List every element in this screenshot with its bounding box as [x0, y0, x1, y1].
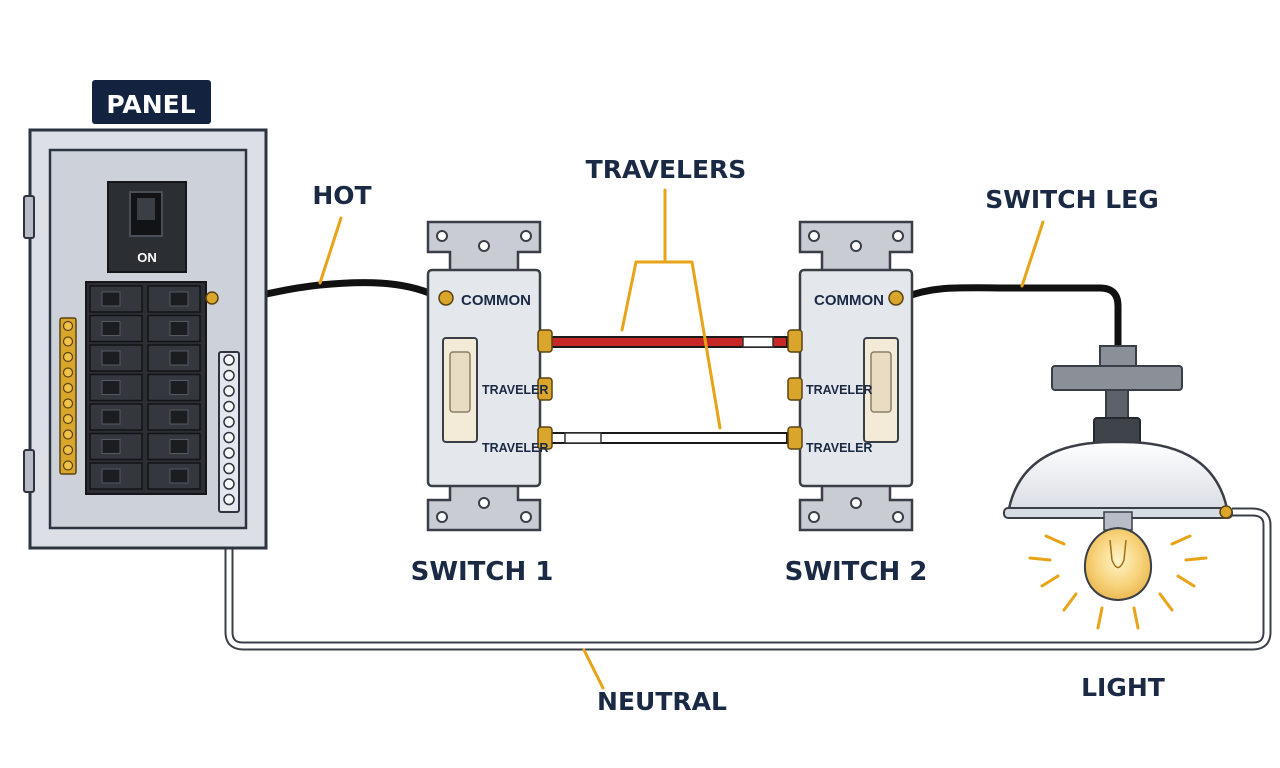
neutral-leader	[582, 648, 605, 690]
hot-label: HOT	[312, 181, 371, 210]
ground-bar-screw	[62, 460, 74, 471]
switch-2-traveler-bottom-terminal	[787, 426, 803, 450]
travelers-label: TRAVELERS	[586, 155, 747, 184]
breaker-bank	[85, 281, 207, 495]
switch-2-traveler-bottom-label: TRAVELER	[806, 441, 872, 455]
switch-1-label: SWITCH 1	[411, 557, 554, 587]
neutral-bar-screw	[223, 416, 235, 428]
circuit-breaker-icon[interactable]	[147, 314, 201, 343]
neutral-bar-screw	[223, 478, 235, 490]
breaker-hot-terminal	[205, 291, 219, 305]
switch-2-traveler-top-label: TRAVELER	[806, 383, 872, 397]
circuit-breaker-icon[interactable]	[89, 285, 143, 313]
lamp-shade	[1006, 440, 1230, 516]
neutral-bar-screw	[223, 369, 235, 382]
ground-bar	[59, 317, 77, 475]
neutral-wire	[224, 505, 1272, 651]
switch-leg-wire	[899, 284, 1122, 352]
neutral-bar-screw	[223, 447, 235, 459]
circuit-breaker-icon[interactable]	[147, 285, 201, 313]
toggle-switch-icon	[449, 351, 471, 413]
ground-bar-screw	[62, 382, 74, 394]
ground-bar-screw	[62, 429, 74, 440]
switch-2-label: SWITCH 2	[785, 557, 928, 587]
main-breaker[interactable]: ON	[107, 181, 187, 273]
circuit-breaker-icon[interactable]	[89, 344, 143, 372]
light-label: LIGHT	[1081, 673, 1165, 702]
ground-bar-screw	[62, 413, 74, 425]
ground-bar-screw	[62, 320, 74, 332]
neutral-label: NEUTRAL	[597, 687, 727, 716]
ceiling-canopy	[1051, 365, 1183, 391]
panel-hinge-top	[23, 195, 35, 239]
switch-1-common-label: COMMON	[461, 292, 531, 309]
ground-bar-screw	[62, 398, 74, 409]
switch-1-traveler-top-terminal	[537, 329, 553, 353]
switch-1-traveler-bottom-label: TRAVELER	[482, 441, 548, 455]
ground-bar-screw	[62, 351, 74, 363]
panel-hinge-bottom	[23, 449, 35, 493]
leader-lines	[318, 188, 1045, 690]
circuit-breaker-icon[interactable]	[89, 314, 143, 343]
circuit-breaker-icon[interactable]	[89, 373, 143, 402]
circuit-breaker-icon[interactable]	[147, 373, 201, 402]
circuit-breaker-icon[interactable]	[147, 344, 201, 372]
neutral-bar	[218, 351, 240, 513]
light-fixture	[1003, 345, 1233, 630]
traveler-red-wire	[548, 336, 788, 348]
circuit-breaker-icon[interactable]	[89, 403, 143, 431]
ground-bar-screw	[62, 367, 74, 378]
ground-bar-screw	[62, 444, 74, 456]
switch-leg-label: SWITCH LEG	[985, 185, 1158, 214]
switch-1-traveler-mid-terminal	[537, 377, 553, 401]
light-rays-icon	[1028, 534, 1208, 630]
switch-leg-leader	[1020, 220, 1045, 288]
circuit-breaker-icon[interactable]	[89, 432, 143, 461]
neutral-bar-screw	[223, 385, 235, 397]
main-breaker-on-label: ON	[137, 250, 157, 265]
circuit-breaker-icon[interactable]	[89, 462, 143, 490]
switch-2-traveler-mid-terminal	[787, 377, 803, 401]
switch-2-common-terminal	[888, 290, 904, 306]
neutral-bar-screw	[223, 493, 235, 506]
switch-1-traveler-top-label: TRAVELER	[482, 383, 548, 397]
circuit-breaker-icon[interactable]	[147, 432, 201, 461]
panel: PANEL ON	[23, 80, 268, 550]
hot-leader	[318, 216, 343, 285]
panel-label-box	[92, 80, 211, 124]
toggle-switch-icon	[870, 351, 892, 413]
circuit-breaker-icon[interactable]	[147, 403, 201, 431]
travelers-leader	[620, 188, 722, 430]
switch-1: COMMON TRAVELER TRAVELER SWITCH 1	[411, 220, 554, 587]
traveler-white-wire	[548, 432, 788, 444]
neutral-bar-screw	[223, 462, 235, 475]
neutral-bar-screw	[223, 431, 235, 444]
panel-label: PANEL	[106, 90, 195, 119]
circuit-breaker-icon[interactable]	[147, 462, 201, 490]
neutral-bar-screw	[223, 400, 235, 413]
ground-bar-screw	[62, 336, 74, 347]
switch-1-common-terminal	[438, 290, 454, 306]
switch-2-traveler-top-terminal	[787, 329, 803, 353]
neutral-bar-screw	[223, 354, 235, 366]
switch-2-common-label: COMMON	[814, 292, 884, 309]
switch-1-traveler-bottom-terminal	[537, 426, 553, 450]
light-bulb-icon	[1083, 511, 1153, 602]
switch-2: COMMON TRAVELER TRAVELER SWITCH 2	[785, 220, 928, 587]
